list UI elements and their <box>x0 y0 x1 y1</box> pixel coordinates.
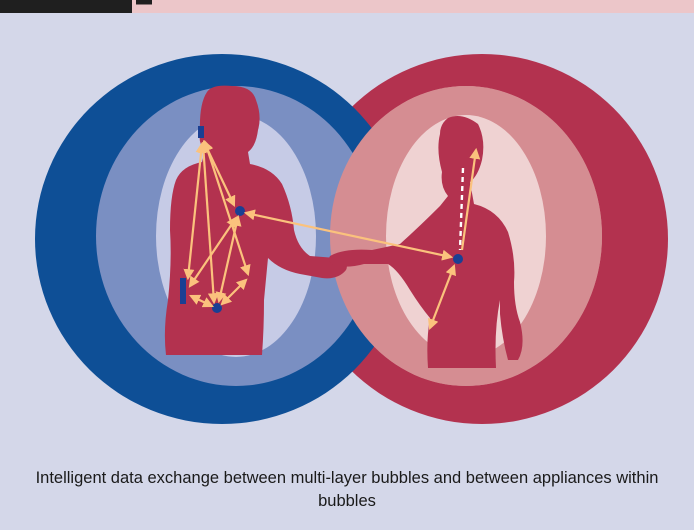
device-head-icon <box>198 126 204 138</box>
figure-label-tab <box>0 0 132 13</box>
figure-caption: Intelligent data exchange between multi-… <box>20 467 674 513</box>
device-chest-icon <box>235 206 245 216</box>
device-waist-icon <box>212 303 222 313</box>
device-woman-chest-icon <box>453 254 463 264</box>
device-hip-icon <box>180 278 186 304</box>
bubbles-diagram <box>0 13 694 453</box>
